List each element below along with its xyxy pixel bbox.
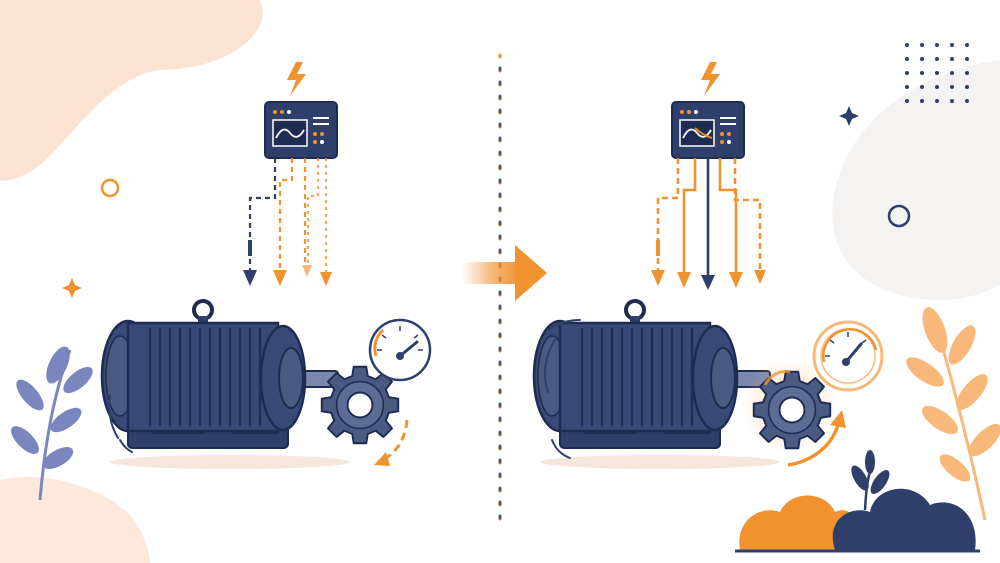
speedometer-gauge-icon-left xyxy=(368,318,432,382)
controller-box-icon-left xyxy=(264,101,338,159)
signal-arrow-icon xyxy=(754,270,766,284)
electric-motor-icon-right xyxy=(532,299,772,450)
bush-cluster-icon xyxy=(735,450,980,553)
panel-left xyxy=(100,62,432,469)
signal-lines-left xyxy=(248,158,328,272)
signal-arrow-icon xyxy=(701,275,715,290)
peach-blob-bottom-left xyxy=(0,476,150,563)
dot-grid-icon xyxy=(905,43,969,103)
speedometer-gauge-icon-right xyxy=(812,320,884,392)
sparkle-icon-right xyxy=(839,106,859,126)
signal-arrow-icon xyxy=(677,272,691,288)
panel-right xyxy=(532,62,884,469)
signal-arrow-icon xyxy=(729,272,743,288)
gray-blob-right xyxy=(832,60,1000,300)
signal-arrow-icon xyxy=(302,265,312,277)
leaf-sprig-icon-left xyxy=(11,346,93,501)
ring-icon-left xyxy=(100,178,120,198)
signal-lines-right xyxy=(656,158,762,275)
lightning-bolt-icon-left xyxy=(287,62,306,96)
leaf-sprig-icon-right xyxy=(906,307,1000,521)
peach-blob-top-left xyxy=(0,0,263,181)
signal-arrow-icon xyxy=(320,272,332,286)
signal-arrow-icon xyxy=(651,270,665,286)
rotation-arrow-icon-left xyxy=(377,419,409,464)
ring-icon-right xyxy=(887,204,911,228)
sparkle-icon-left xyxy=(62,278,82,298)
lightning-bolt-icon-right xyxy=(701,62,720,96)
signal-arrow-icon xyxy=(243,270,257,286)
signal-arrow-icon xyxy=(273,270,287,286)
rotation-arrow-icon-right xyxy=(787,424,840,467)
transition-arrow-icon xyxy=(462,245,547,301)
controller-box-icon-right xyxy=(671,101,745,159)
vibration-lines xyxy=(543,319,581,459)
electric-motor-icon-left xyxy=(100,299,340,450)
vibration-lines xyxy=(108,394,133,453)
